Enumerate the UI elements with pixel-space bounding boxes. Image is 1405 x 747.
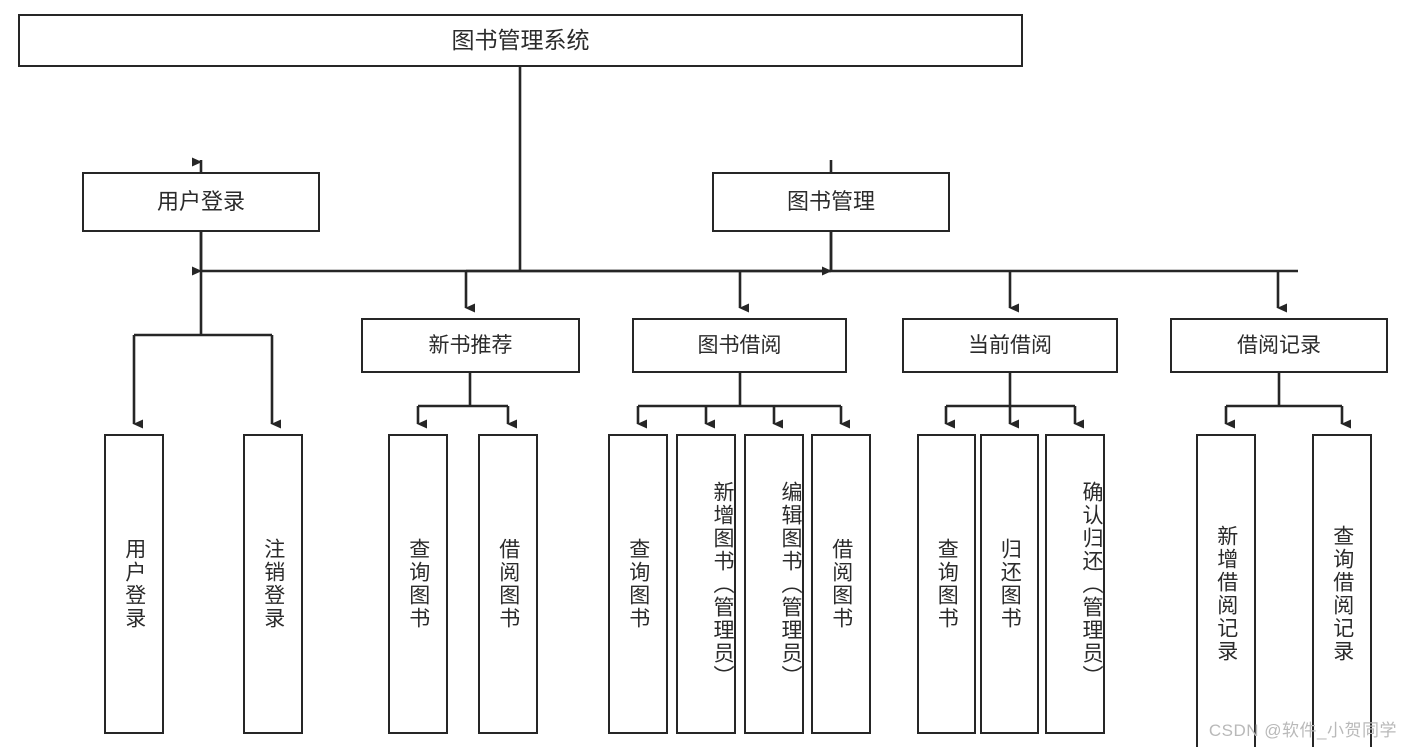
- node-root[interactable]: 图书管理系统: [18, 14, 1023, 67]
- leaf-confirm-return-admin-label: 确认归还（管理员）: [1080, 480, 1103, 688]
- leaf-borrow-book-recommend[interactable]: 借阅图书: [478, 434, 538, 734]
- leaf-query-book-borrow[interactable]: 查询图书: [608, 434, 668, 734]
- leaf-query-book-current-label: 查询图书: [935, 538, 959, 630]
- leaf-add-borrow-record[interactable]: 新增借阅记录: [1196, 434, 1256, 747]
- leaf-query-borrow-record-label: 查询借阅记录: [1330, 525, 1354, 663]
- leaf-query-book-current[interactable]: 查询图书: [917, 434, 976, 734]
- leaf-user-login[interactable]: 用户登录: [104, 434, 164, 734]
- leaf-add-book-admin-label: 新增图书（管理员）: [711, 480, 734, 688]
- node-borrow-record-label: 借阅记录: [1237, 333, 1321, 357]
- leaf-confirm-return-admin[interactable]: 确认归还（管理员）: [1045, 434, 1105, 734]
- leaf-borrow-book-label: 借阅图书: [829, 538, 853, 630]
- leaf-borrow-book-recommend-label: 借阅图书: [496, 538, 520, 630]
- node-new-book-recommend-label: 新书推荐: [428, 333, 513, 357]
- leaf-user-login-label: 用户登录: [122, 538, 146, 630]
- node-book-management[interactable]: 图书管理: [712, 172, 950, 232]
- leaf-user-logout[interactable]: 注销登录: [243, 434, 303, 734]
- node-book-borrow-label: 图书借阅: [697, 333, 782, 357]
- node-user-login[interactable]: 用户登录: [82, 172, 320, 232]
- leaf-edit-book-admin-label: 编辑图书（管理员）: [779, 480, 802, 688]
- leaf-add-borrow-record-label: 新增借阅记录: [1214, 525, 1238, 663]
- node-borrow-record[interactable]: 借阅记录: [1170, 318, 1388, 373]
- node-book-borrow[interactable]: 图书借阅: [632, 318, 847, 373]
- leaf-query-book-recommend[interactable]: 查询图书: [388, 434, 448, 734]
- leaf-edit-book-admin[interactable]: 编辑图书（管理员）: [744, 434, 804, 734]
- leaf-query-book-recommend-label: 查询图书: [406, 538, 430, 630]
- leaf-return-book[interactable]: 归还图书: [980, 434, 1039, 734]
- node-current-borrow[interactable]: 当前借阅: [902, 318, 1118, 373]
- node-new-book-recommend[interactable]: 新书推荐: [361, 318, 580, 373]
- node-book-management-label: 图书管理: [786, 188, 875, 214]
- node-current-borrow-label: 当前借阅: [968, 333, 1052, 357]
- leaf-borrow-book[interactable]: 借阅图书: [811, 434, 871, 734]
- leaf-return-book-label: 归还图书: [998, 538, 1022, 630]
- csdn-watermark: CSDN @软件_小贺同学: [1208, 721, 1397, 740]
- leaf-query-book-borrow-label: 查询图书: [626, 538, 650, 630]
- node-user-login-label: 用户登录: [156, 188, 245, 214]
- leaf-user-logout-label: 注销登录: [261, 538, 285, 630]
- leaf-query-borrow-record[interactable]: 查询借阅记录: [1312, 434, 1372, 747]
- leaf-add-book-admin[interactable]: 新增图书（管理员）: [676, 434, 736, 734]
- node-root-label: 图书管理系统: [451, 26, 590, 53]
